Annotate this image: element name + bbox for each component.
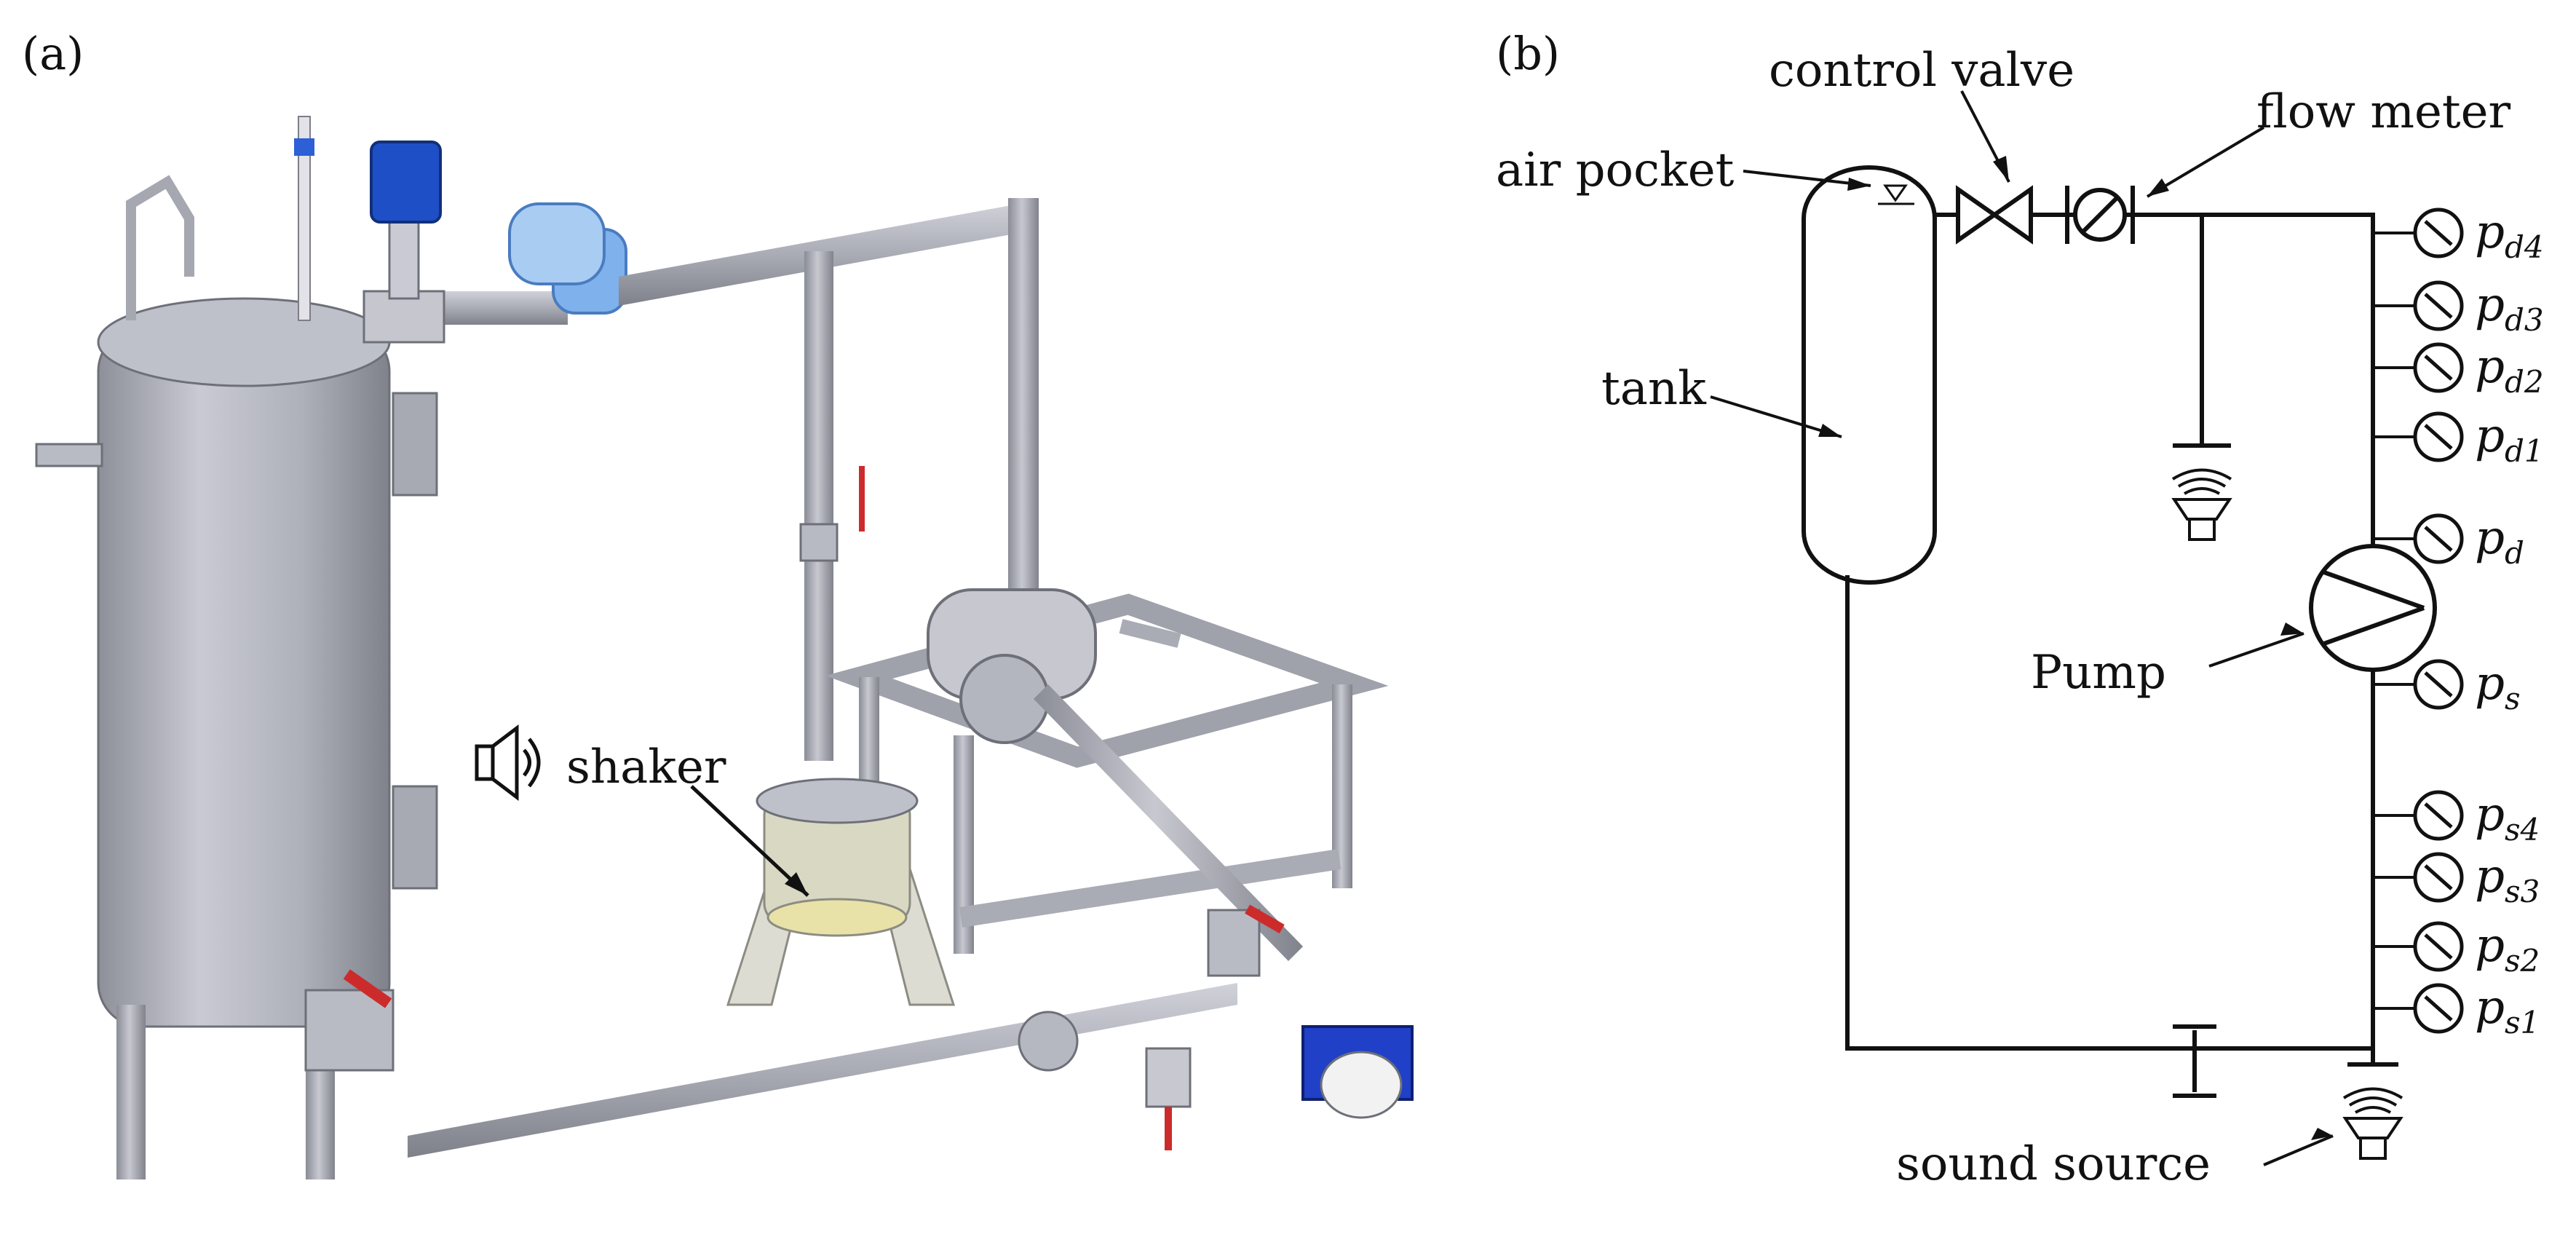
gauge-needle bbox=[2424, 802, 2453, 829]
gauge-needle bbox=[2424, 864, 2453, 890]
gauge-needle bbox=[2424, 671, 2453, 697]
pump-label: Pump bbox=[2031, 646, 2166, 700]
valve-handle-red bbox=[1165, 1107, 1172, 1150]
sound-source-model bbox=[1301, 1025, 1414, 1119]
sensor-label: pd1 bbox=[2475, 409, 2544, 469]
tank-nozzle bbox=[392, 392, 438, 497]
valve-actuator bbox=[370, 141, 442, 224]
gauge-needle bbox=[2424, 933, 2453, 960]
loudspeaker-icon bbox=[2342, 1087, 2403, 1160]
shaker-arrowhead bbox=[785, 872, 808, 896]
valve-handle-red bbox=[859, 466, 865, 531]
label-arrows bbox=[1710, 90, 2334, 1166]
sensor-label: ps3 bbox=[2475, 850, 2540, 909]
drain-valve bbox=[304, 989, 395, 1072]
valve-handle-red bbox=[343, 969, 392, 1008]
pipe-lower bbox=[408, 983, 1237, 1158]
sensor-label: ps1 bbox=[2475, 981, 2540, 1040]
tank-body bbox=[97, 326, 391, 1028]
sensor-label: pd bbox=[2475, 511, 2524, 571]
valve-handle-red bbox=[1245, 904, 1285, 934]
flow-meter-head bbox=[508, 202, 606, 285]
water-level-triangle bbox=[1883, 184, 1908, 202]
flow-meter-icon bbox=[2065, 186, 2135, 244]
valve-stem bbox=[388, 217, 420, 300]
sensor-label: ps bbox=[2475, 657, 2521, 716]
speaker-icon bbox=[475, 724, 541, 802]
sensor-label: ps2 bbox=[2475, 919, 2540, 979]
air-pocket-label: air pocket bbox=[1496, 143, 1735, 197]
gauge-needle bbox=[2424, 355, 2453, 381]
sensor-label: pd2 bbox=[2475, 340, 2544, 400]
pipe-diagonal bbox=[1034, 684, 1303, 961]
panel-b-label: (b) bbox=[1496, 27, 1560, 80]
panel-a: (a) bbox=[22, 27, 1414, 1179]
flow-meter-label: flow meter bbox=[2256, 85, 2511, 139]
shaker-arrow bbox=[690, 785, 809, 897]
level-probe bbox=[298, 116, 311, 321]
tank-nozzle bbox=[392, 785, 438, 890]
pipe-vertical-right bbox=[1008, 198, 1039, 606]
valve-body bbox=[362, 290, 445, 344]
label-arrowheads bbox=[1818, 156, 2333, 1140]
schematic-tank bbox=[1802, 165, 1937, 585]
loudspeaker-icon bbox=[2171, 468, 2232, 541]
vent-pipe bbox=[126, 175, 194, 320]
control-valve-label: control valve bbox=[1769, 44, 2074, 98]
sample-valve bbox=[1145, 1047, 1192, 1108]
gauge-needle bbox=[2424, 526, 2453, 552]
pump-icon bbox=[2309, 544, 2437, 672]
valve-icon bbox=[1956, 185, 2033, 245]
sensor-label: pd4 bbox=[2475, 205, 2544, 265]
flange bbox=[799, 523, 839, 562]
motor bbox=[927, 588, 1097, 744]
flange bbox=[1018, 1011, 1079, 1072]
pipe-vertical-mid bbox=[804, 251, 833, 761]
pipe-upper-left bbox=[429, 291, 568, 325]
tank-top bbox=[97, 297, 391, 387]
sensor-label: ps4 bbox=[2475, 788, 2540, 847]
inline-valve bbox=[1207, 909, 1261, 977]
shaker-label: shaker bbox=[566, 740, 726, 794]
shaker-assembly bbox=[726, 778, 956, 1006]
tank-label: tank bbox=[1601, 362, 1707, 416]
tank-fitting bbox=[35, 443, 103, 467]
panel-b: (b) bbox=[1496, 27, 2544, 1191]
gauge-needle bbox=[2424, 995, 2453, 1021]
gauge-needle bbox=[2424, 424, 2453, 450]
tank-leg bbox=[116, 1005, 146, 1179]
sensor-label: pd3 bbox=[2475, 278, 2544, 338]
pipe-reducer bbox=[2173, 1024, 2216, 1098]
level-probe-cap bbox=[294, 138, 314, 156]
gauge-needle bbox=[2424, 220, 2453, 246]
gauge-needle bbox=[2424, 293, 2453, 319]
panel-a-label: (a) bbox=[22, 27, 84, 80]
sound-source-label: sound source bbox=[1896, 1137, 2211, 1191]
